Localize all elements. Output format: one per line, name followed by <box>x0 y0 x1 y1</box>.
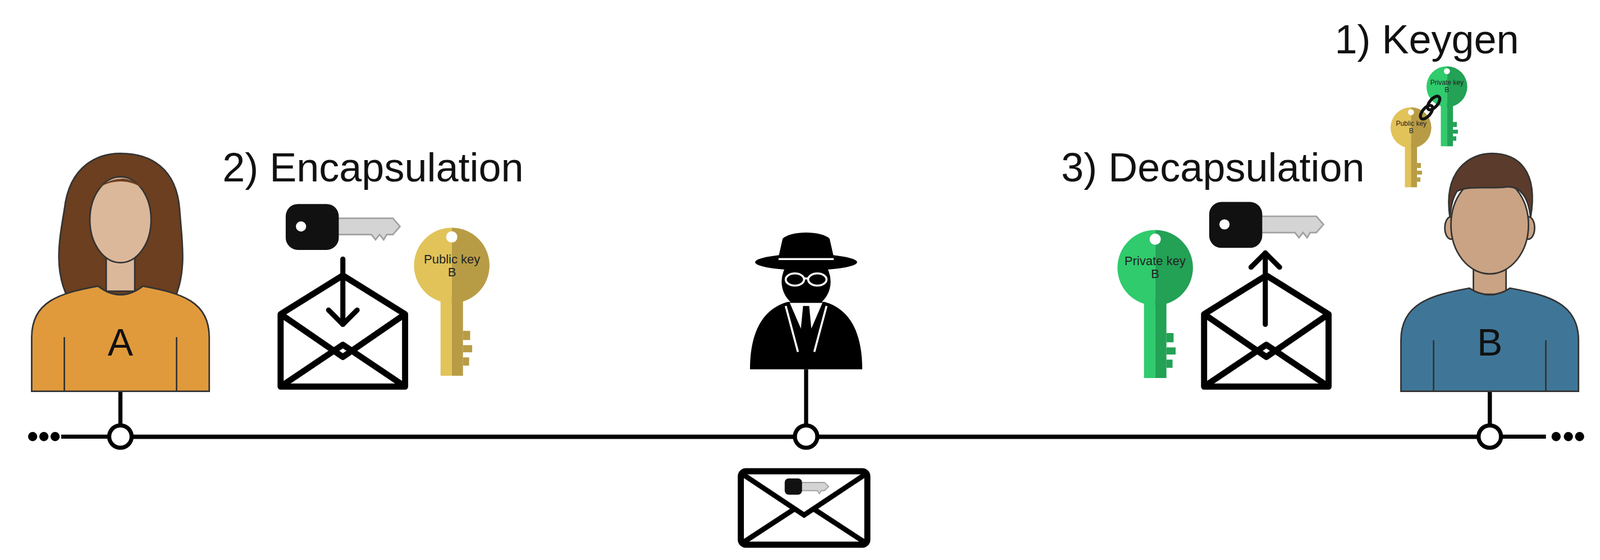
key: Private key B <box>1114 226 1196 381</box>
key: Public key B <box>410 224 493 378</box>
step-label: 1) Keygen <box>1334 19 1519 60</box>
open-envelope-b <box>1204 275 1329 387</box>
eavesdropper <box>750 232 863 369</box>
open-envelope-a <box>280 275 406 387</box>
key-label: Public key B <box>1393 120 1430 135</box>
person-label: B <box>1477 322 1503 361</box>
person: B <box>1397 148 1582 393</box>
bus-taps <box>108 424 1501 448</box>
black-key-b <box>1209 202 1324 249</box>
step-label: 3) Decapsulation <box>1061 147 1365 188</box>
closed-envelope <box>741 471 868 545</box>
black-key-a <box>285 203 401 250</box>
step-label: 2) Encapsulation <box>222 147 524 188</box>
arrow-up <box>1250 252 1280 324</box>
key-label: Private key B <box>1428 79 1465 94</box>
key-label: Private key B <box>1122 254 1188 281</box>
person: A <box>28 148 213 393</box>
arrow-down <box>328 258 358 324</box>
person-label: A <box>107 322 134 361</box>
key-shape <box>410 224 493 378</box>
key-shape <box>1114 226 1196 381</box>
key-chain-link <box>1418 94 1443 122</box>
key-label: Public key B <box>419 252 485 278</box>
